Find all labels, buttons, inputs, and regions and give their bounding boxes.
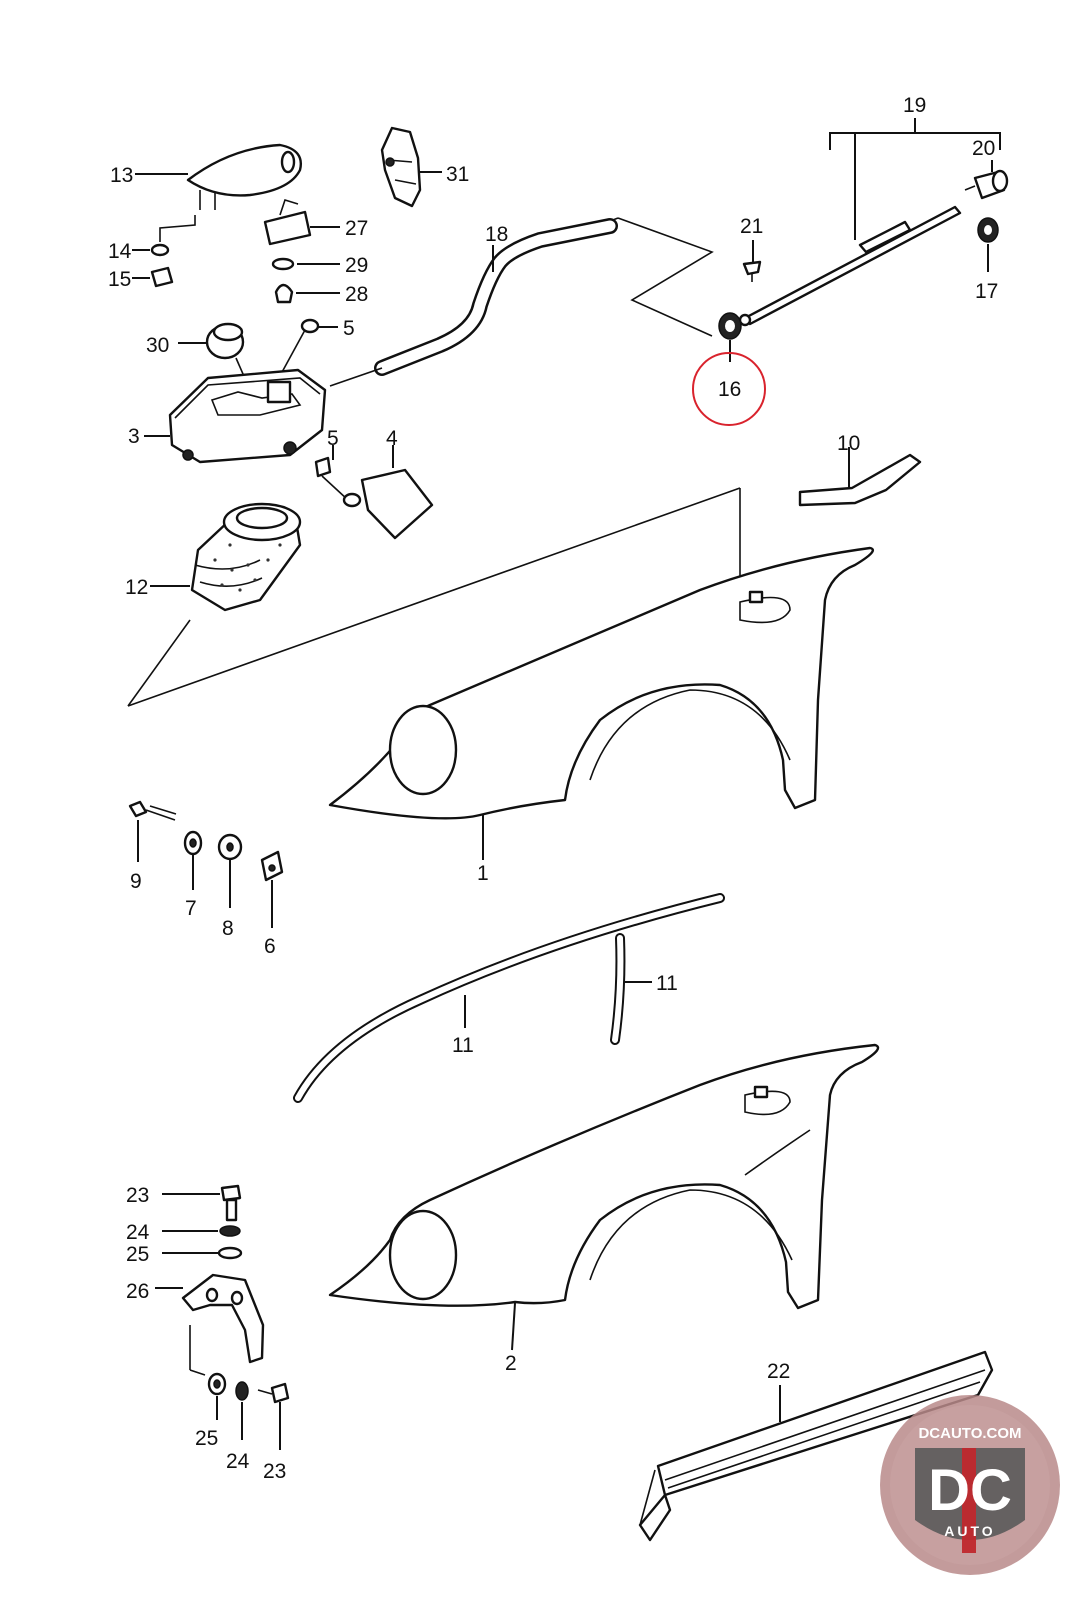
label-9: 9 <box>130 870 142 893</box>
label-2: 2 <box>505 1352 517 1375</box>
label-24b: 24 <box>226 1450 250 1473</box>
label-10: 10 <box>837 432 860 455</box>
label-4: 4 <box>386 427 398 450</box>
part-11-trim-short <box>610 933 652 1045</box>
part-7-washer <box>183 830 203 890</box>
part-23-bolt-lower <box>257 1382 290 1450</box>
label-13: 13 <box>110 164 133 187</box>
part-25-washer-lower <box>207 1372 227 1420</box>
label-30: 30 <box>146 334 169 357</box>
label-15: 15 <box>108 268 131 291</box>
label-5b: 5 <box>327 427 339 450</box>
label-5a: 5 <box>343 317 355 340</box>
part-18-hose <box>329 218 618 387</box>
label-16: 16 <box>718 378 741 401</box>
watermark-site: DCAUTO.COM <box>918 1425 1021 1442</box>
label-25b: 25 <box>195 1427 218 1450</box>
projection-guide <box>127 487 741 707</box>
part-3-housing <box>144 368 327 464</box>
label-24a: 24 <box>126 1221 150 1244</box>
part-11-trim-long <box>293 893 725 1103</box>
assembly-lines-18 <box>599 217 714 337</box>
part-1-fender <box>328 546 875 860</box>
label-8: 8 <box>222 917 234 940</box>
part-5-screw-lower <box>314 445 349 501</box>
part-19-bracket <box>829 118 1001 240</box>
part-17-grommet <box>977 217 999 272</box>
part-27-clip <box>263 199 340 246</box>
part-13-flap <box>135 143 302 242</box>
part-23-bolt-upper <box>162 1184 242 1222</box>
label-29: 29 <box>345 254 368 277</box>
part-30-cap <box>178 322 251 391</box>
label-20: 20 <box>972 137 995 160</box>
label-27: 27 <box>345 217 368 240</box>
label-21: 21 <box>740 215 763 238</box>
part-8-washer <box>217 833 243 908</box>
part-15-nut <box>132 266 174 288</box>
label-14: 14 <box>108 240 132 263</box>
part-28-plug <box>274 283 340 304</box>
part-25-washer-upper <box>162 1246 243 1260</box>
label-1: 1 <box>477 862 489 885</box>
part-labels: 1 2 3 4 5 5 6 7 8 9 10 11 11 12 13 14 15… <box>108 94 998 1483</box>
label-17: 17 <box>975 280 998 303</box>
label-22: 22 <box>767 1360 790 1383</box>
part-19-rod <box>738 205 962 327</box>
part-24-lockwasher-lower <box>235 1381 249 1440</box>
label-23b: 23 <box>263 1460 286 1483</box>
label-25a: 25 <box>126 1243 149 1266</box>
label-7: 7 <box>185 897 197 920</box>
label-11b: 11 <box>656 972 678 995</box>
part-24-lockwasher-upper <box>162 1225 241 1237</box>
part-22-sill <box>638 1350 994 1542</box>
label-11a: 11 <box>452 1034 474 1057</box>
label-28: 28 <box>345 283 368 306</box>
part-4-door <box>342 445 434 540</box>
part-6-clip <box>260 850 284 928</box>
part-20-knob <box>964 160 1009 200</box>
label-18: 18 <box>485 223 508 246</box>
dcauto-watermark-logo: DCAUTO.COM DC AUTO <box>880 1395 1060 1575</box>
part-26-bracket <box>155 1273 265 1376</box>
part-9-bolt <box>128 800 177 862</box>
highlight-circle <box>692 352 766 426</box>
watermark-logo: DC <box>928 1458 1012 1523</box>
part-16-nut <box>718 312 742 362</box>
part-10-strip <box>798 447 922 507</box>
part-29-washer <box>271 257 340 271</box>
label-19: 19 <box>903 94 926 117</box>
label-31: 31 <box>446 163 469 186</box>
part-12-filler-neck <box>150 502 302 612</box>
label-23a: 23 <box>126 1184 149 1207</box>
part-14-washer <box>132 243 170 257</box>
part-2-fender <box>328 1043 880 1351</box>
label-3: 3 <box>128 425 140 448</box>
label-26: 26 <box>126 1280 149 1303</box>
label-12: 12 <box>125 576 148 599</box>
part-31-latch <box>380 126 442 208</box>
watermark-sub: AUTO <box>944 1523 995 1539</box>
part-21-screw <box>742 240 762 282</box>
label-6: 6 <box>264 935 276 958</box>
